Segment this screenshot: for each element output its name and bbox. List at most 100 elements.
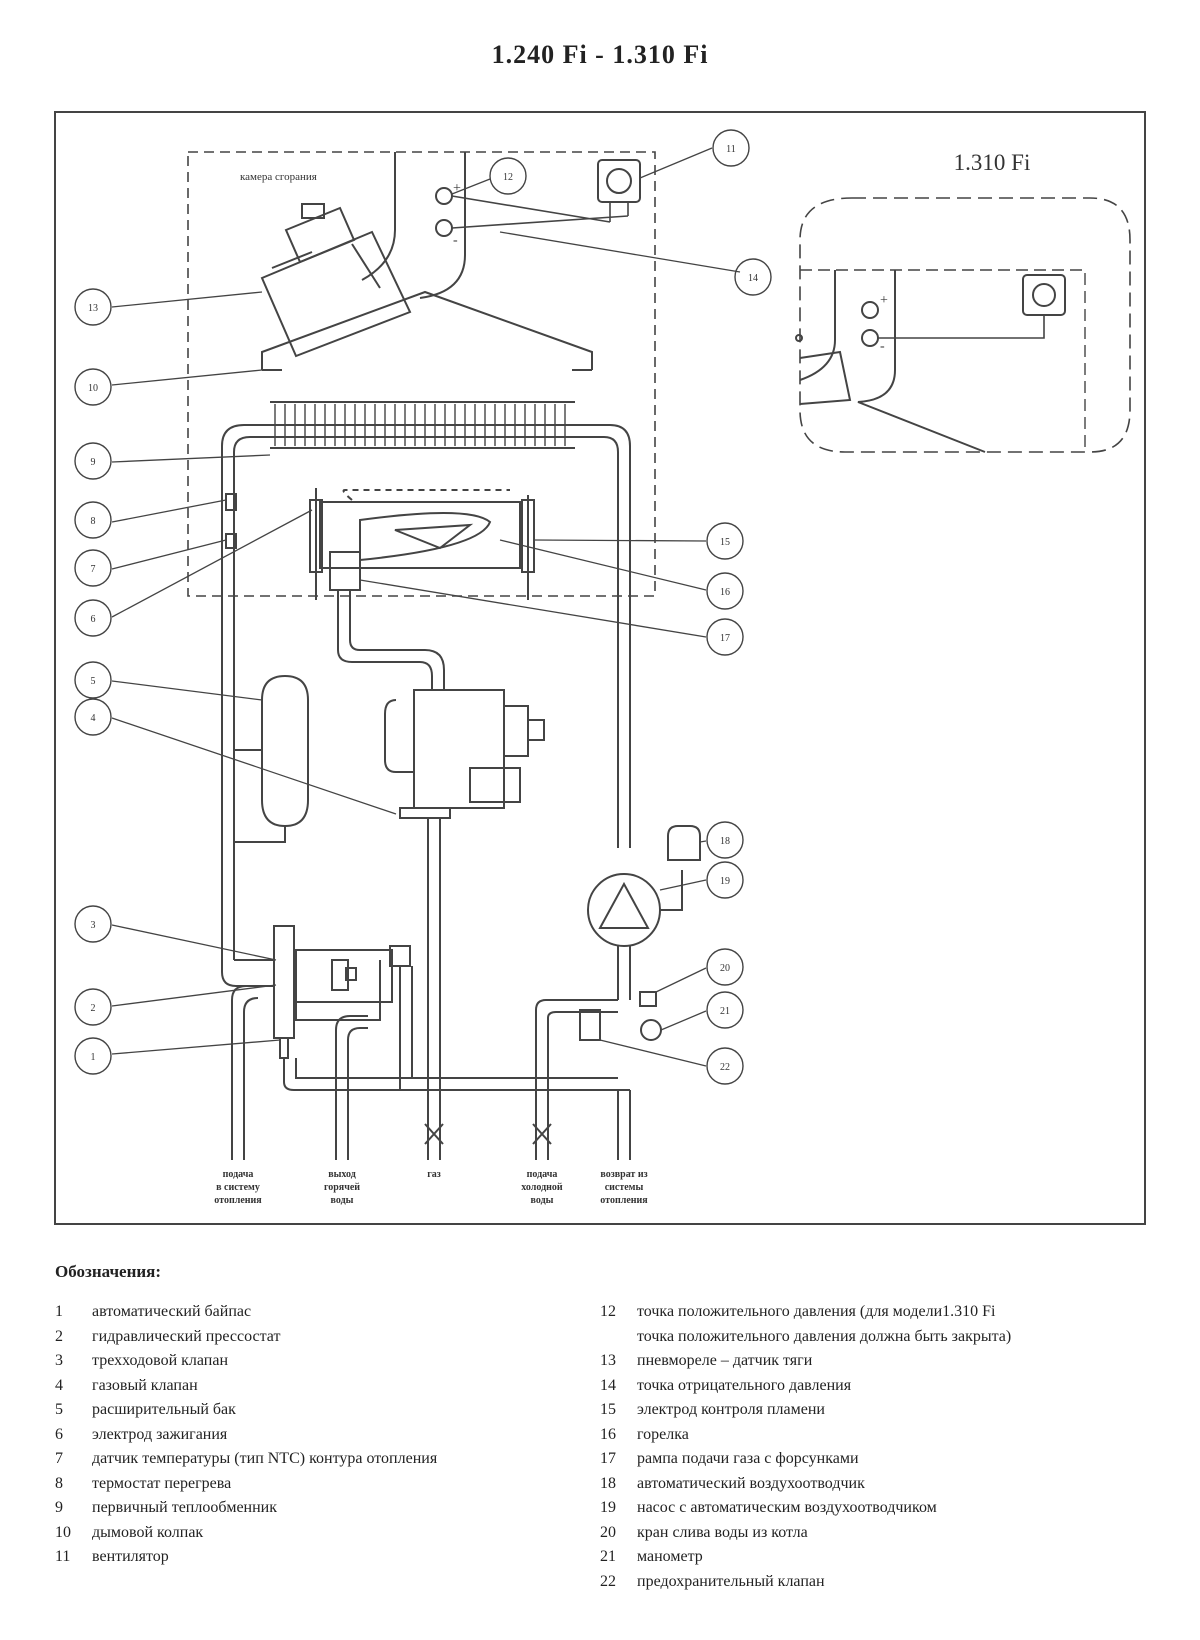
- svg-text:7: 7: [91, 564, 96, 575]
- svg-text:22: 22: [720, 1062, 730, 1073]
- circulation-pump: [587, 870, 683, 1000]
- heating-circuit-pipe: [221, 424, 631, 960]
- smoke-hood: [261, 290, 593, 370]
- svg-text:выход: выход: [328, 1169, 356, 1180]
- gas-ramp: [329, 551, 361, 591]
- overheat-thermostat: [225, 493, 237, 511]
- svg-text:холодной: холодной: [521, 1182, 563, 1193]
- svg-text:5: 5: [91, 676, 96, 687]
- gas-valve: [384, 689, 545, 819]
- svg-text:12: 12: [503, 172, 513, 183]
- plus-sign: +: [453, 181, 461, 196]
- ignition-electrode: [309, 499, 323, 573]
- inset-plus-sign: +: [880, 293, 888, 308]
- svg-text:подача: подача: [527, 1169, 558, 1180]
- svg-text:газ: газ: [427, 1169, 441, 1180]
- svg-text:системы: системы: [605, 1182, 644, 1193]
- svg-text:возврат из: возврат из: [600, 1169, 647, 1180]
- expansion-tank: [234, 674, 309, 843]
- svg-text:воды: воды: [531, 1195, 554, 1206]
- svg-text:1: 1: [91, 1052, 96, 1063]
- inset-detail-1310: [795, 197, 1131, 453]
- svg-text:горячей: горячей: [324, 1182, 360, 1193]
- boiler-schematic: камера сгорания + - + - 1.310 Fi 1 2 3 4…: [54, 111, 1146, 1225]
- negative-pressure-point: [435, 219, 453, 237]
- callout-numbers: 1 2 3 4 5 6 7 8 9 10 11 12 13 14 15 16 1…: [88, 144, 758, 1073]
- svg-text:17: 17: [720, 633, 730, 644]
- svg-text:в систему: в систему: [216, 1182, 260, 1193]
- diagram-title: 1.240 Fi - 1.310 Fi: [491, 40, 709, 69]
- ntc-sensor: [225, 533, 237, 549]
- cold-water-tap: [532, 1123, 552, 1145]
- inset-title: 1.310 Fi: [954, 150, 1031, 175]
- svg-text:10: 10: [88, 383, 98, 394]
- svg-text:11: 11: [726, 144, 736, 155]
- svg-text:16: 16: [720, 587, 730, 598]
- air-vent: [667, 825, 701, 861]
- diagram-frame: [54, 111, 1146, 1225]
- burner: [315, 488, 529, 600]
- svg-text:подача: подача: [223, 1169, 254, 1180]
- svg-text:20: 20: [720, 963, 730, 974]
- svg-text:8: 8: [91, 516, 96, 527]
- combustion-chamber-boundary: [187, 151, 656, 597]
- svg-text:6: 6: [91, 614, 96, 625]
- fan-unit: [260, 203, 412, 358]
- legend-title: Обозначения:: [55, 1262, 162, 1281]
- svg-text:воды: воды: [331, 1195, 354, 1206]
- svg-text:18: 18: [720, 836, 730, 847]
- flue-duct-left: [361, 152, 396, 281]
- svg-text:15: 15: [720, 537, 730, 548]
- svg-text:9: 9: [91, 457, 96, 468]
- leader-lines: [111, 147, 741, 1067]
- gas-tap: [424, 1123, 444, 1145]
- svg-text:14: 14: [748, 273, 758, 284]
- svg-text:3: 3: [91, 920, 96, 931]
- legend-item: точка положительного давления должна быт…: [637, 1327, 1012, 1345]
- svg-text:4: 4: [91, 713, 96, 724]
- flue-duct-right: [419, 152, 466, 299]
- connection-labels: подача в систему отопления выход горячей…: [214, 1169, 648, 1206]
- svg-text:2: 2: [91, 1003, 96, 1014]
- callout-circles: [74, 129, 772, 1085]
- combustion-chamber-label: камера сгорания: [240, 171, 317, 183]
- svg-text:отопления: отопления: [214, 1195, 262, 1206]
- manometer: [640, 1019, 662, 1041]
- minus-sign: -: [453, 233, 458, 248]
- svg-text:21: 21: [720, 1006, 730, 1017]
- svg-text:19: 19: [720, 876, 730, 887]
- svg-text:отопления: отопления: [600, 1195, 648, 1206]
- svg-text:13: 13: [88, 303, 98, 314]
- safety-valve: [579, 1009, 601, 1041]
- positive-pressure-point: [435, 187, 453, 205]
- inset-minus-sign: -: [880, 339, 885, 354]
- drain-tap: [639, 991, 657, 1007]
- air-pressure-switch: [597, 159, 641, 203]
- flame-control-electrode: [521, 499, 535, 573]
- three-way-valve-assembly: [273, 925, 411, 1059]
